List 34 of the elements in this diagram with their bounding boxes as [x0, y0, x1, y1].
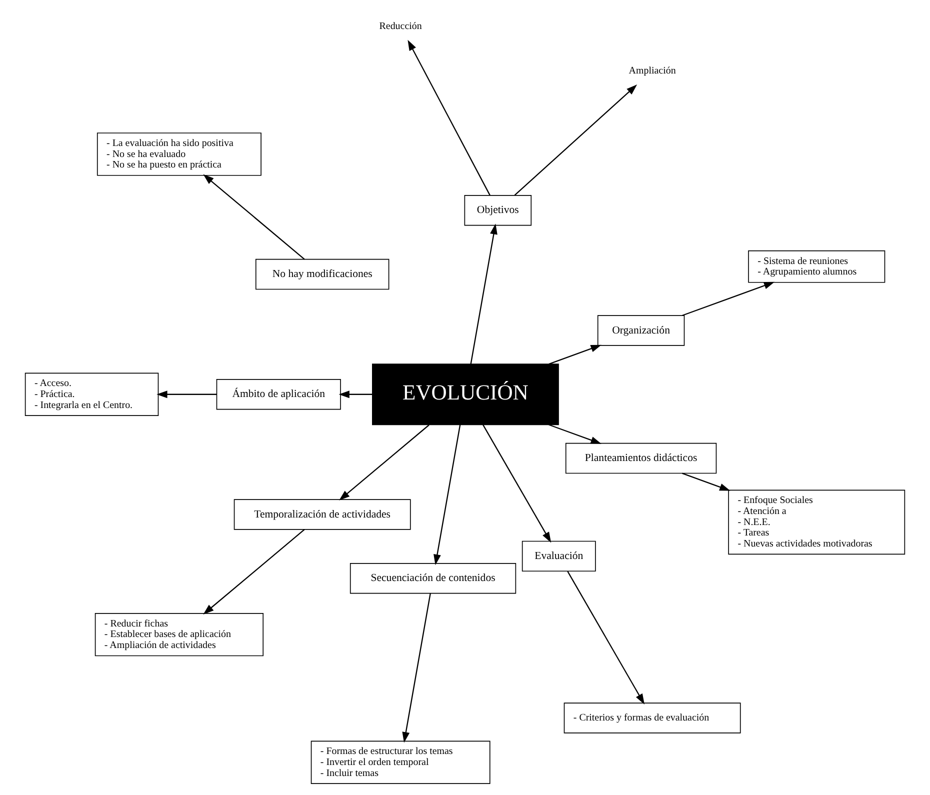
arrow — [203, 174, 305, 260]
arrow — [548, 344, 602, 365]
node-box: - Criterios y formas de evaluación — [564, 702, 741, 734]
node-box: No hay modificaciones — [255, 258, 390, 290]
arrow — [482, 424, 552, 543]
arrow — [434, 424, 461, 566]
node-box: Objetivos — [464, 195, 532, 226]
node-box: - Formas de estructurar los temas - Invertir el orden temporal - Incluir temas — [310, 740, 490, 784]
arrow — [402, 593, 431, 743]
arrow — [408, 40, 490, 196]
node-text: Reducción — [379, 20, 422, 32]
node-box: Planteamientos didácticos — [565, 442, 717, 474]
node-box: Evaluación — [522, 540, 596, 572]
node-text: Ampliación — [628, 65, 676, 76]
arrow — [682, 282, 775, 316]
node-box: - Enfoque Sociales - Atención a - N.E.E. - Tareas - Nuevas actividades motivadoras — [728, 490, 906, 555]
node-box: Secuenciación de contenidos — [350, 563, 516, 594]
node-box: - Acceso. - Práctica. - Integrarla en el Centro. — [24, 372, 159, 416]
node-box: - Reducir fichas - Establecer bases de aplicación - Ampliación de actividades — [94, 613, 264, 656]
node-box: - Sistema de reuniones - Agrupamiento alumnos — [748, 250, 886, 283]
arrow — [514, 84, 638, 196]
arrow — [339, 424, 430, 500]
node-box: Ámbito de aplicación — [216, 379, 341, 410]
arrow — [338, 390, 372, 398]
arrow — [470, 224, 498, 364]
node-box: Temporalización de actividades — [234, 499, 411, 530]
node-box: - La evaluación ha sido positiva - No se ha evaluado - No se ha puesto en práctica — [96, 132, 262, 176]
arrow — [682, 472, 730, 491]
arrow — [203, 529, 305, 614]
arrow — [548, 424, 602, 444]
node-box: Organización — [597, 315, 685, 346]
arrow — [567, 571, 644, 704]
node-box: EVOLUCIÓN — [372, 364, 559, 426]
arrow — [156, 390, 217, 398]
